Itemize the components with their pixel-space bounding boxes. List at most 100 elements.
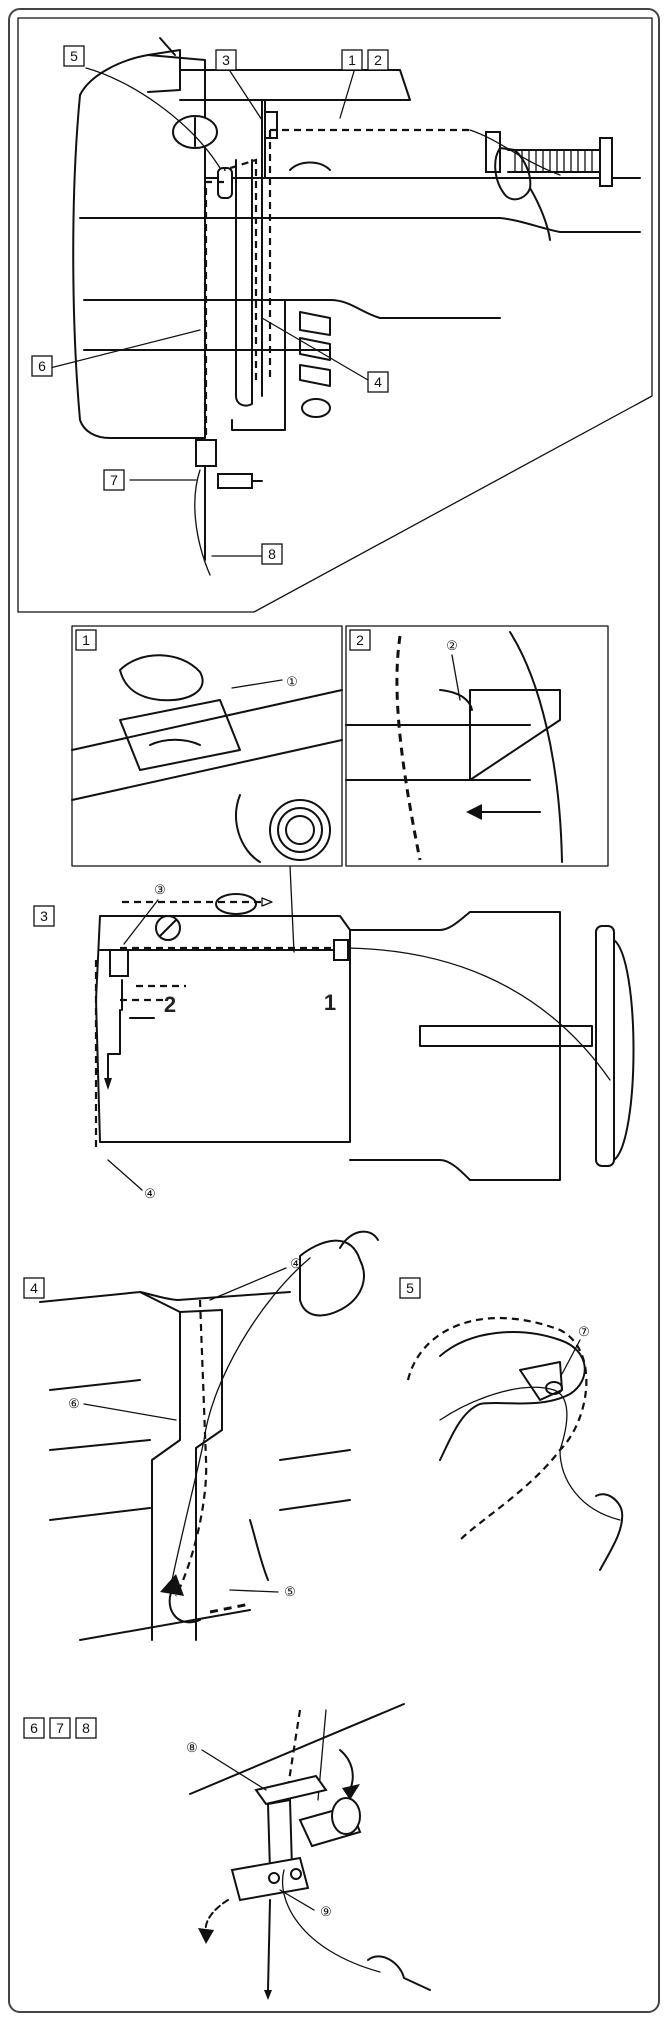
step-7-arrow bbox=[206, 1900, 228, 1932]
button-1 bbox=[300, 312, 330, 335]
step-2-frame bbox=[346, 626, 608, 866]
circle-7: ⑦ bbox=[578, 1324, 590, 1339]
svg-text:2: 2 bbox=[374, 52, 382, 68]
machine-face-line bbox=[84, 300, 500, 318]
step-5-dashed-loop bbox=[408, 1318, 586, 1540]
step-4-panel: 4 ④ ⑥ ⑤ bbox=[24, 1232, 378, 1640]
step-7-label: 7 bbox=[50, 1718, 70, 1738]
leader-1-2 bbox=[340, 68, 355, 118]
clamp-screw-2 bbox=[291, 1869, 301, 1879]
circle-2: ② bbox=[446, 638, 458, 653]
spool-flange bbox=[596, 926, 614, 1166]
step-5-label: 5 bbox=[400, 1278, 420, 1298]
needle-clamp-screw bbox=[218, 474, 252, 488]
circle-1: ① bbox=[286, 674, 298, 689]
leader-c5 bbox=[230, 1590, 278, 1592]
step-4-label: 4 bbox=[24, 1278, 44, 1298]
thread-tail bbox=[195, 470, 210, 575]
guide-mark-1: 1 bbox=[324, 990, 336, 1015]
step-7-arrow-head bbox=[198, 1928, 214, 1944]
step-2-label: 2 bbox=[350, 630, 370, 650]
guide-arrow-head bbox=[104, 1078, 112, 1090]
step-2-hook bbox=[440, 690, 472, 710]
step-4-channel-right bbox=[180, 1310, 222, 1640]
step-1-machine-lines bbox=[72, 690, 342, 800]
step-4-side bbox=[250, 1520, 268, 1580]
overview-panel: 5 3 1 2 6 4 7 8 bbox=[18, 18, 652, 612]
spool-step-1 bbox=[270, 800, 330, 860]
svg-text:4: 4 bbox=[30, 1280, 38, 1296]
svg-text:4: 4 bbox=[374, 374, 382, 390]
step-3-bobbin bbox=[216, 894, 256, 914]
leader-c1 bbox=[232, 680, 282, 688]
step-3-arrow-head bbox=[262, 898, 272, 906]
circle-9: ⑨ bbox=[320, 1904, 332, 1919]
svg-text:1: 1 bbox=[348, 52, 356, 68]
circle-4: ④ bbox=[144, 1186, 156, 1201]
step-4-right-lines bbox=[280, 1450, 350, 1510]
step-4-machine-lines bbox=[50, 1380, 150, 1520]
circle-8: ⑧ bbox=[186, 1740, 198, 1755]
step-5-thread bbox=[440, 1387, 620, 1520]
leader-3 bbox=[228, 68, 262, 120]
needle-clamp bbox=[196, 440, 216, 466]
label-6: 6 bbox=[32, 356, 52, 376]
label-2: 2 bbox=[368, 50, 388, 70]
step-4-base bbox=[80, 1610, 250, 1640]
guide-arrow-path bbox=[108, 1010, 120, 1080]
svg-text:3: 3 bbox=[222, 52, 230, 68]
step-3-link-line bbox=[290, 866, 294, 952]
step-5-hand bbox=[596, 1494, 622, 1570]
svg-text:2: 2 bbox=[356, 632, 364, 648]
step-6-hand bbox=[368, 1956, 430, 1990]
step-4-top-edge bbox=[40, 1292, 290, 1302]
svg-text:3: 3 bbox=[40, 908, 48, 924]
step-2-arrow-head bbox=[466, 804, 482, 820]
step-3-thread-solid bbox=[340, 948, 610, 1080]
spool-side bbox=[614, 940, 634, 1160]
step-2-machine-lines bbox=[346, 725, 530, 780]
step-1-frame bbox=[72, 626, 342, 866]
svg-text:7: 7 bbox=[56, 1720, 64, 1736]
step-6-label: 6 bbox=[24, 1718, 44, 1738]
clamp-screw bbox=[269, 1873, 279, 1883]
svg-text:1: 1 bbox=[82, 632, 90, 648]
circle-4-step4: ④ bbox=[290, 1256, 302, 1271]
label-3: 3 bbox=[216, 50, 236, 70]
machine-top-plate bbox=[180, 70, 410, 100]
svg-text:5: 5 bbox=[70, 48, 78, 64]
stopper bbox=[290, 163, 330, 171]
button-4 bbox=[302, 399, 330, 417]
circle-5: ⑤ bbox=[284, 1584, 296, 1599]
step-4-hand bbox=[300, 1241, 364, 1316]
circle-6: ⑥ bbox=[68, 1396, 80, 1411]
svg-text:6: 6 bbox=[30, 1720, 38, 1736]
step-6-needle bbox=[268, 1900, 270, 1990]
label-5: 5 bbox=[64, 46, 84, 66]
thread-guide-1 bbox=[334, 940, 348, 960]
step-2-guide bbox=[470, 690, 560, 780]
svg-text:6: 6 bbox=[38, 358, 46, 374]
svg-text:8: 8 bbox=[82, 1720, 90, 1736]
guide-mark-2: 2 bbox=[164, 992, 176, 1017]
machine-mid-line bbox=[80, 218, 640, 232]
thread-channel-left bbox=[236, 160, 252, 406]
label-4: 4 bbox=[368, 372, 388, 392]
thread-route-to-needle bbox=[206, 182, 224, 440]
svg-text:8: 8 bbox=[268, 546, 276, 562]
guide-hook bbox=[150, 740, 200, 745]
needle-tip bbox=[264, 1990, 272, 2000]
steps-1-2-panel: 1 ① 2 ② bbox=[72, 626, 608, 866]
step-6-arrow bbox=[340, 1750, 353, 1790]
needle-bar-housing bbox=[232, 300, 285, 430]
leader-c6 bbox=[84, 1404, 176, 1420]
step-2-dashed-thread bbox=[397, 636, 420, 860]
step-8-label: 8 bbox=[76, 1718, 96, 1738]
leader-c4 bbox=[108, 1160, 142, 1190]
step-4-thumb bbox=[340, 1232, 378, 1248]
step-5-panel: 5 ⑦ bbox=[400, 1278, 622, 1570]
svg-text:5: 5 bbox=[406, 1280, 414, 1296]
step-3-label: 3 bbox=[34, 906, 54, 926]
label-8: 8 bbox=[262, 544, 282, 564]
